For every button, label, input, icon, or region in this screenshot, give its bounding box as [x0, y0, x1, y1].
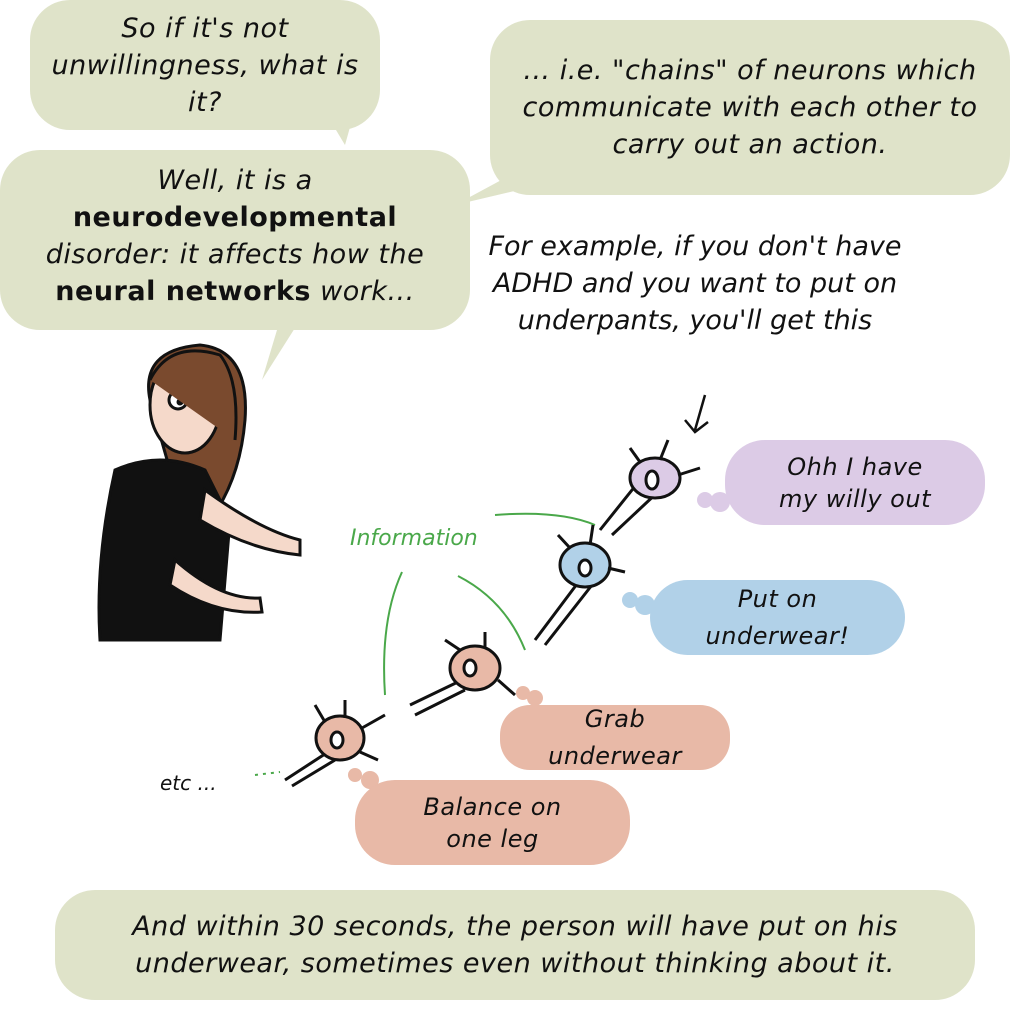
example-caption: For example, if you don't have ADHD and …	[488, 231, 902, 336]
etc-label: etc ...	[160, 771, 217, 795]
purple-neuron-bubble: Ohh I have my willy out	[725, 440, 985, 525]
bubble-tail	[262, 320, 300, 380]
conclusion-bubble: And within 30 seconds, the person will h…	[55, 890, 975, 1000]
neuron-salmon-grab	[409, 632, 516, 717]
information-label: Information	[350, 526, 478, 551]
grab-bubble: Grab underwear	[500, 705, 730, 770]
answer-bold: neurodevelopmental	[72, 202, 398, 233]
information-arrows	[254, 512, 596, 776]
blue-neuron-bubble: Put on underwear!	[650, 580, 905, 655]
answer-bold: neural networks	[55, 276, 312, 307]
neuron-purple	[598, 439, 701, 537]
answer-text: work...	[320, 276, 415, 307]
woman-character	[97, 343, 302, 642]
chains-bubble: ... i.e. "chains" of neurons which commu…	[490, 20, 1010, 195]
question-bubble: So if it's not unwillingness, what is it…	[30, 0, 380, 130]
answer-text: disorder: it affects how the	[45, 239, 425, 270]
balance-bubble: Balance on one leg	[355, 780, 630, 865]
arrow-icon	[684, 394, 709, 434]
neuron-salmon-balance	[284, 700, 386, 788]
neuron-blue	[533, 524, 626, 646]
answer-text: Well, it is a	[157, 165, 313, 196]
answer-bubble: Well, it is a neurodevelopmental disorde…	[0, 150, 470, 330]
